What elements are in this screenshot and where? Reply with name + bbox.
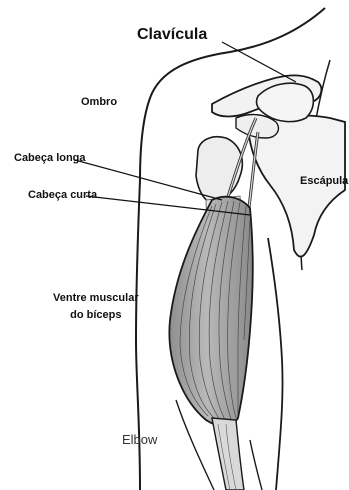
label-cabeca-longa: Cabeça longa bbox=[14, 152, 86, 164]
label-clavicula: Clavícula bbox=[137, 26, 207, 44]
label-ombro: Ombro bbox=[81, 96, 117, 108]
clavicula-leader-line bbox=[222, 42, 296, 82]
label-elbow: Elbow bbox=[122, 432, 157, 447]
label-escapula: Escápula bbox=[300, 175, 348, 187]
label-ventre-muscular: Ventre muscular do bíceps bbox=[53, 290, 139, 324]
biceps-muscle-belly bbox=[169, 197, 252, 426]
label-ventre-line1: Ventre muscular bbox=[53, 290, 139, 307]
label-cabeca-curta: Cabeça curta bbox=[28, 189, 97, 201]
forearm-outline-2 bbox=[250, 440, 262, 490]
label-ventre-line2: do bíceps bbox=[53, 307, 139, 324]
arm-inner-outline bbox=[268, 238, 283, 490]
